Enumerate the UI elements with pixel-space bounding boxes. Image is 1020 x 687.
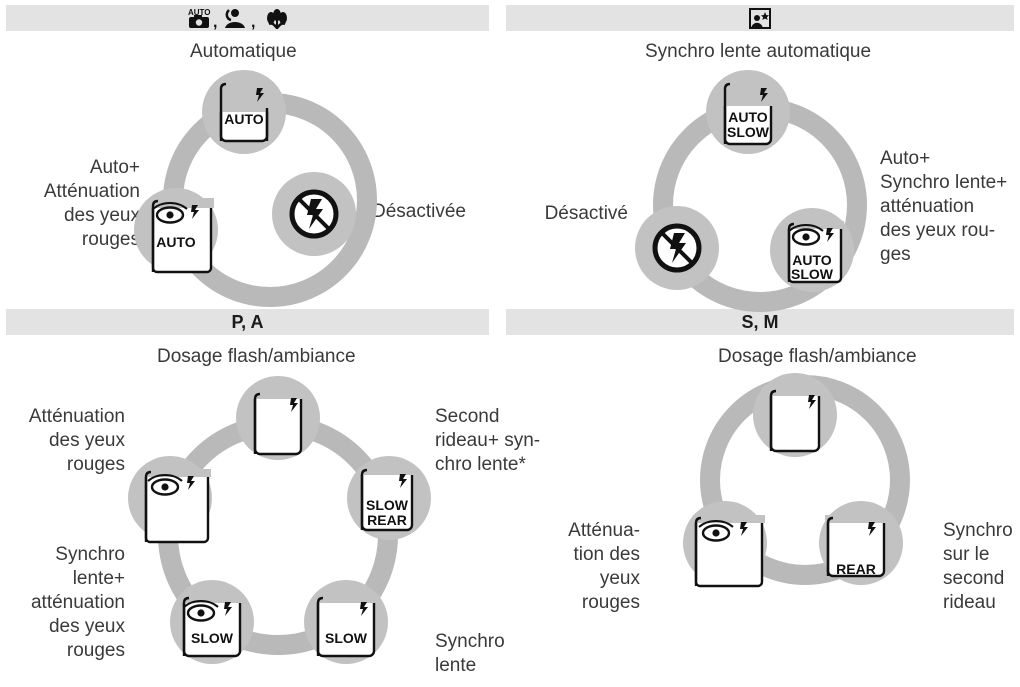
mode-red-eye-sm <box>683 501 767 588</box>
section-header-auto-modes: AUTO , , <box>6 5 489 31</box>
button-label-auto-slow-a: AUTO <box>728 109 768 125</box>
mode-slow-red-eye-pa: SLOW <box>170 580 254 664</box>
svg-text:,: , <box>213 14 217 30</box>
label-rear-curtain: Synchro sur le second rideau <box>943 520 1013 613</box>
label-flash-off-1: Désactivée <box>372 201 466 222</box>
mode-flash-auto-slow: AUTO SLOW <box>706 70 790 154</box>
auto-portrait-closeup-mode-icons: AUTO , , <box>188 8 287 30</box>
svg-text:AUTO: AUTO <box>188 8 211 17</box>
auto-mode-icon: AUTO <box>188 8 211 28</box>
mode-flash-auto-slow-red-eye: AUTO SLOW <box>770 208 854 292</box>
mode-flash-off-1 <box>272 172 356 256</box>
button-label-auto-slow-red-eye-b: SLOW <box>791 266 834 282</box>
button-label-slow-sync: SLOW <box>325 630 368 646</box>
mode-flash-off-2 <box>635 206 719 290</box>
mode-fill-flash-pa <box>236 376 320 460</box>
mode-flash-auto-red-eye-1: AUTO <box>134 188 218 274</box>
caption-auto-slow-sync: Synchro lente automatique <box>645 41 872 62</box>
caption-fill-flash-pa: Dosage flash/ambiance <box>157 346 356 367</box>
button-label-auto-1: AUTO <box>224 111 264 127</box>
mode-rear-slow-pa: SLOW REAR <box>347 456 431 540</box>
label-flash-off-2: Désactivé <box>544 203 628 224</box>
mode-slow-sync-pa: SLOW <box>304 580 388 664</box>
mode-flash-auto-1: AUTO <box>202 70 286 154</box>
label-rear-slow: Second rideau+ syn- chro lente* <box>435 406 541 475</box>
mode-red-eye-pa <box>128 456 212 544</box>
button-label-rear-slow-a: SLOW <box>366 497 409 513</box>
button-label-auto-red-eye: AUTO <box>156 234 196 250</box>
button-label-slow-red-eye: SLOW <box>191 630 234 646</box>
portrait-mode-icon <box>224 9 245 28</box>
button-label-rear-curtain: REAR <box>836 561 876 577</box>
night-portrait-mode-icon <box>749 8 771 29</box>
section-title-s-m: S, M <box>741 311 779 332</box>
mode-fill-flash-sm <box>753 373 837 457</box>
close-up-mode-icon <box>266 9 287 29</box>
caption-auto: Automatique <box>190 41 297 62</box>
caption-fill-flash-sm: Dosage flash/ambiance <box>718 346 917 367</box>
label-slow-red-eye: Synchro lente+ atténuation des yeux roug… <box>30 544 125 661</box>
section-header-p-a: P, A <box>6 309 489 335</box>
button-label-auto-slow-b: SLOW <box>727 124 770 140</box>
section-header-night-portrait <box>506 5 1014 31</box>
section-header-s-m: S, M <box>506 309 1014 335</box>
button-label-auto-slow-red-eye-a: AUTO <box>792 252 832 268</box>
label-red-eye-pa: Atténuation des yeux rouges <box>28 406 125 475</box>
mode-rear-curtain-sm: REAR <box>819 501 903 585</box>
label-slow-sync: Synchro lente <box>435 631 505 676</box>
svg-text:,: , <box>251 14 255 30</box>
button-label-rear-slow-b: REAR <box>367 512 407 528</box>
label-auto-slow-red-eye: Auto+ Synchro lente+ atténuation des yeu… <box>880 148 1008 265</box>
section-title-p-a: P, A <box>231 311 264 332</box>
label-red-eye-sm: Atténua- tion des yeux rouges <box>568 520 640 613</box>
label-auto-red-eye: Auto+ Atténuation des yeux rouges <box>43 157 140 250</box>
